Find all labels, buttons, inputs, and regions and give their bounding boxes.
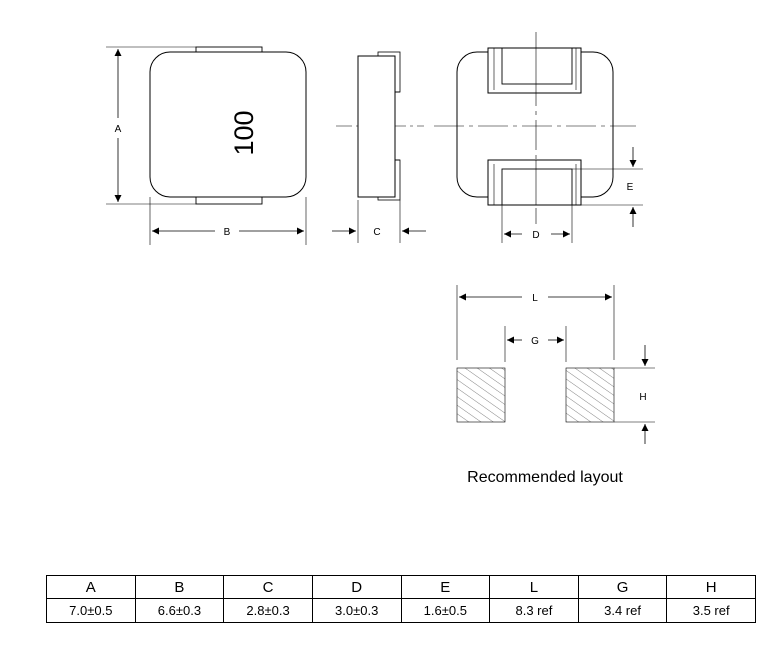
table-header-cell: B [134,575,225,599]
dimension-c: C [332,200,426,243]
table-row: 7.0±0.5 6.6±0.3 2.8±0.3 3.0±0.3 1.6±0.5 … [46,598,756,623]
dimension-label-e: E [627,182,634,193]
dimension-label-l: L [532,293,538,304]
dimension-label-h: H [639,392,646,403]
layout-pad-right [565,367,615,423]
table-header-row: A B C D E L G H [46,575,756,599]
dimension-label-b: B [224,227,231,238]
table-header-cell: L [489,575,579,599]
table-header-cell: A [46,575,136,599]
bottom-view [434,32,636,224]
table-header-cell: C [223,575,313,599]
side-body [357,55,396,198]
dimension-h: H [614,345,655,444]
dimension-d: D [501,205,573,243]
technical-drawing: 100 A B C [106,32,655,486]
dimension-b: B [149,197,307,245]
part-marking: 100 [229,110,259,155]
dimension-l: L [456,285,615,360]
table-header-cell: H [666,575,756,599]
table-cell: 7.0±0.5 [46,598,136,623]
table-header-cell: G [577,575,668,599]
dimension-label-g: G [531,336,539,347]
dimension-label-d: D [532,230,539,241]
dimension-label-c: C [373,227,380,238]
table-cell: 8.3 ref [489,598,579,623]
layout-pad-left [456,367,506,423]
top-view: 100 [149,46,307,205]
side-view [336,51,424,201]
table-header-cell: D [311,575,402,599]
recommended-layout [456,367,615,423]
table-cell: 1.6±0.5 [400,598,491,623]
dimension-g: G [504,326,567,362]
dimension-label-a: A [115,124,122,135]
layout-caption: Recommended layout [467,469,623,486]
dimension-a: A [106,46,196,205]
table-cell: 3.0±0.3 [311,598,402,623]
bottom-pad-top [487,47,582,94]
table-cell: 6.6±0.3 [134,598,225,623]
table-cell: 3.5 ref [666,598,756,623]
dimension-e: E [572,147,643,227]
table-header-cell: E [400,575,491,599]
component-body [149,51,307,198]
table-cell: 3.4 ref [577,598,668,623]
dimensions-table: A B C D E L G H 7.0±0.5 6.6±0.3 2.8±0.3 … [46,575,756,623]
table-cell: 2.8±0.3 [223,598,313,623]
